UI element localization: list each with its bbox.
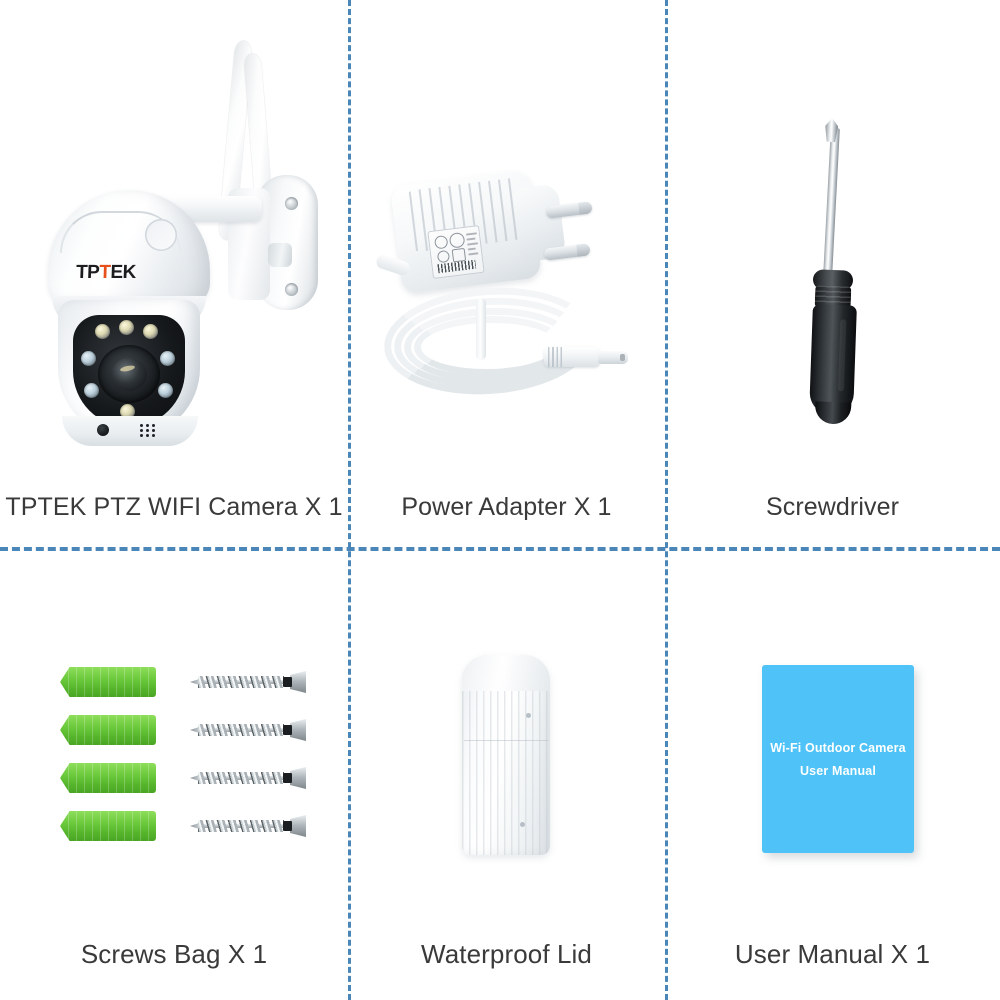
- waterproof-lid-vent: [520, 822, 525, 827]
- screw-icon: [190, 767, 306, 789]
- product-label-power-adapter: Power Adapter X 1: [401, 493, 612, 521]
- ptz-camera-illustration: TPTEK: [0, 0, 348, 547]
- power-adapter-illustration: [348, 0, 665, 547]
- screwdriver-end-cap: [814, 401, 852, 425]
- waterproof-lid-cap: [462, 655, 550, 691]
- waterproof-lid-illustration: [348, 547, 665, 1000]
- camera-dome-emblem: [145, 219, 177, 251]
- waterproof-lid-vent: [526, 713, 531, 718]
- grid-divider-horizontal-1: [0, 547, 1000, 551]
- user-manual-cover: Wi-Fi Outdoor Camera User Manual: [762, 665, 914, 853]
- ir-led-icon: [143, 324, 158, 339]
- product-label-waterproof-lid: Waterproof Lid: [421, 939, 592, 969]
- ir-led-icon: [81, 351, 96, 366]
- wall-anchor-icon: [60, 667, 156, 697]
- product-label-screwdriver: Screwdriver: [765, 493, 900, 521]
- product-cell-ptz-camera: TPTEK: [0, 0, 348, 547]
- waterproof-lid-seam: [464, 740, 548, 741]
- product-label-ptz-camera: TPTEK PTZ WIFI Camera X 1: [5, 493, 343, 521]
- wall-anchor-icon: [60, 811, 156, 841]
- ir-led-icon: [158, 383, 173, 398]
- screw-icon: [190, 815, 306, 837]
- logo-text-ek: EK: [110, 262, 137, 283]
- user-manual-illustration: Wi-Fi Outdoor Camera User Manual: [665, 547, 1000, 1000]
- screwdriver-handle: [809, 304, 857, 416]
- product-cell-user-manual: Wi-Fi Outdoor Camera User Manual User Ma…: [665, 547, 1000, 1000]
- mount-bracket-collar: [268, 243, 292, 267]
- screw-icon: [190, 671, 306, 693]
- camera-base-plate: [62, 416, 198, 446]
- product-cell-waterproof-lid: Waterproof Lid: [348, 547, 665, 1000]
- product-label-screws-bag: Screws Bag X 1: [80, 939, 268, 969]
- adapter-rating-label: [427, 225, 485, 279]
- dc-barrel-connector: [598, 351, 628, 364]
- screwdriver-illustration: [665, 0, 1000, 547]
- light-sensor-icon: [97, 424, 109, 436]
- ir-led-icon: [120, 404, 135, 419]
- screwdriver-shaft: [823, 127, 840, 277]
- camera-lens-glass: [111, 358, 147, 391]
- ir-led-icon: [95, 324, 110, 339]
- ir-led-icon: [119, 320, 134, 335]
- manual-cover-subtitle: User Manual: [800, 763, 876, 778]
- speaker-grille-icon: [140, 424, 158, 438]
- grid-divider-vertical-2: [665, 0, 668, 1000]
- grid-divider-vertical-1: [348, 0, 351, 1000]
- dc-plug-grip: [544, 347, 600, 367]
- wall-anchor-icon: [60, 715, 156, 745]
- cable-tie: [476, 298, 486, 360]
- screw-icon: [190, 719, 306, 741]
- screws-bag-illustration: [0, 547, 348, 1000]
- product-label-user-manual: User Manual X 1: [734, 939, 931, 969]
- product-cell-screws-bag: Screws Bag X 1: [0, 547, 348, 1000]
- wall-anchor-icon: [60, 763, 156, 793]
- tptek-logo: TPTEK: [76, 262, 137, 284]
- mount-screw-hole-top: [285, 197, 298, 210]
- mount-screw-hole-bottom: [285, 283, 298, 296]
- product-cell-screwdriver: Screwdriver: [665, 0, 1000, 547]
- ir-led-icon: [84, 383, 99, 398]
- product-cell-power-adapter: Power Adapter X 1: [348, 0, 665, 547]
- manual-cover-title: Wi-Fi Outdoor Camera: [770, 740, 906, 755]
- ir-led-icon: [160, 351, 175, 366]
- logo-text-tp: TP: [75, 262, 100, 283]
